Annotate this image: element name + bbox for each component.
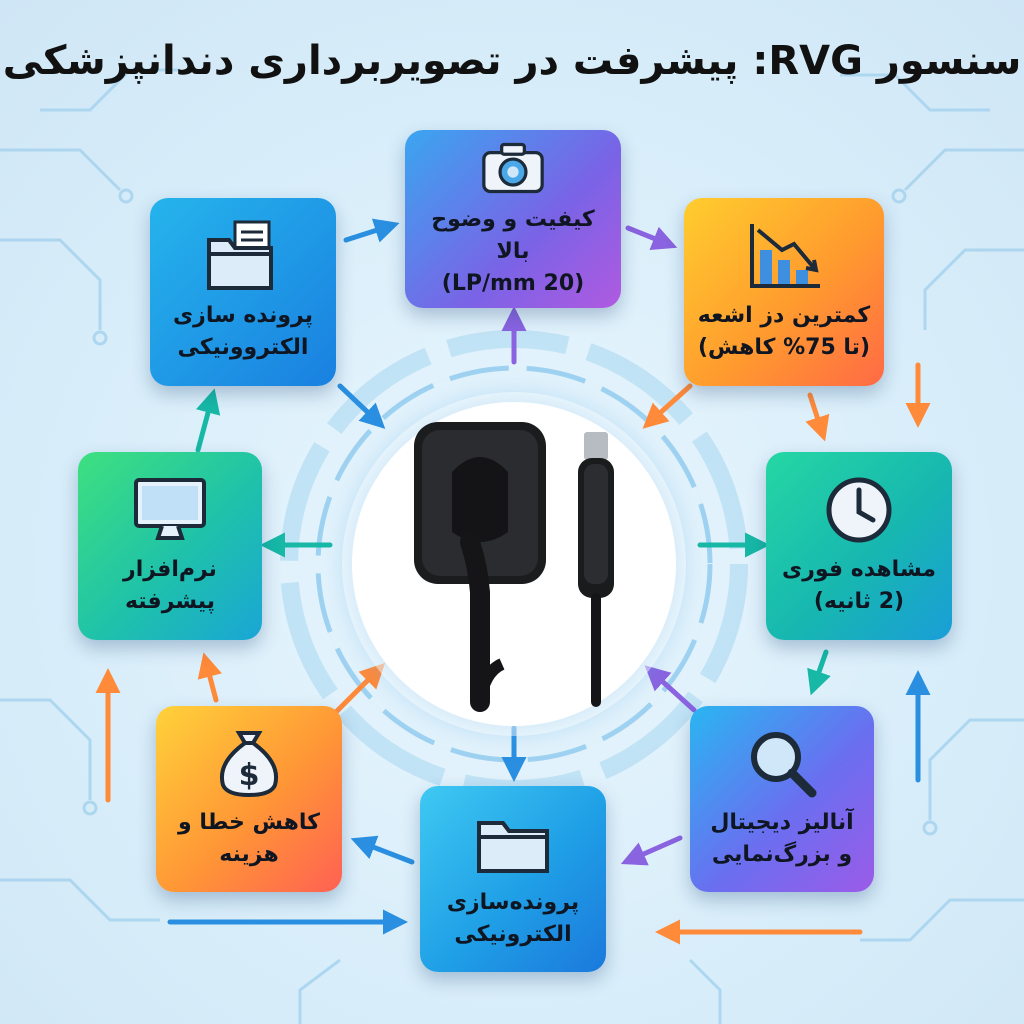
page-title: سنسور RVG: پیشرفت در تصویربرداری دندانپز… xyxy=(2,38,1022,84)
arrow-software-to-filing xyxy=(195,388,221,453)
center-disc xyxy=(352,402,676,726)
card-filing-top: پرونده سازی الکتروونیکی xyxy=(150,198,336,386)
circuit-line xyxy=(903,148,1024,192)
circuit-line xyxy=(0,698,92,800)
rvg-sensor-with-usb-icon xyxy=(414,422,614,712)
money-bag-icon: $ xyxy=(220,731,278,798)
monitor-icon xyxy=(134,478,206,541)
magnifier-icon xyxy=(751,732,817,798)
card-cost-line2: هزینه xyxy=(219,842,279,867)
card-quality-line1: کیفیت و وضوح بالا xyxy=(431,207,595,265)
card-dose-line2: (تا 75% کاهش) xyxy=(697,335,871,360)
circuit-node xyxy=(922,820,938,836)
arrow-cost-to-software xyxy=(197,652,222,703)
card-filing-bottom-text: پرونده‌سازی الکترونیکی xyxy=(447,887,579,951)
card-software-line2: پیشرفته xyxy=(124,589,216,614)
card-dose-line1: کمترین دز اشعه xyxy=(697,303,871,329)
card-dose-text: کمترین دز اشعه (تا 75% کاهش) xyxy=(698,300,870,364)
circuit-line xyxy=(40,68,180,112)
circuit-node xyxy=(82,800,98,816)
camera-icon xyxy=(482,142,544,194)
circuit-line xyxy=(923,248,1024,330)
circuit-line xyxy=(0,148,122,192)
declining-bar-chart-icon xyxy=(750,224,820,289)
card-dose: کمترین دز اشعه (تا 75% کاهش) xyxy=(684,198,884,386)
card-filing-top-line1: پرونده سازی xyxy=(173,303,313,329)
card-filing-bottom: پرونده‌سازی الکترونیکی xyxy=(420,786,606,972)
arrow-analysis-to-center xyxy=(644,665,697,713)
card-analysis: آنالیز دیجیتال و بزرگ‌نمایی xyxy=(690,706,874,892)
arrow-filing-to-quality xyxy=(343,218,400,243)
card-instant: مشاهده فوری (2 ثانیه) xyxy=(766,452,952,640)
arrow-dose-to-center xyxy=(642,383,693,429)
card-analysis-line2: و بزرگ‌نمایی xyxy=(711,842,853,867)
card-filing-bottom-line1: پرونده‌سازی xyxy=(446,890,580,916)
card-analysis-text: آنالیز دیجیتال و بزرگ‌نمایی xyxy=(710,807,853,871)
clock-icon xyxy=(826,477,892,543)
card-cost-text: کاهش خطا و هزینه xyxy=(178,807,320,871)
card-filing-bottom-line2: الکترونیکی xyxy=(454,922,572,947)
card-software: نرم‌افزار پیشرفته xyxy=(78,452,262,640)
arrow-analysis-to-filing xyxy=(620,835,683,866)
svg-text:$: $ xyxy=(239,758,260,793)
circuit-line xyxy=(688,958,722,1024)
card-analysis-line1: آنالیز دیجیتال xyxy=(710,810,854,836)
card-quality: کیفیت و وضوح بالا (20 LP/mm) xyxy=(405,130,621,308)
card-software-line1: نرم‌افزار xyxy=(123,557,217,583)
card-instant-text: مشاهده فوری (2 ثانیه) xyxy=(782,554,936,618)
circuit-line xyxy=(928,718,1024,820)
circuit-line xyxy=(0,238,102,330)
circuit-line xyxy=(0,878,160,922)
arrow-instant-to-analysis xyxy=(807,649,831,696)
circuit-node xyxy=(118,188,134,204)
card-instant-line1: مشاهده فوری xyxy=(782,557,936,583)
arrow-cost-to-center xyxy=(333,662,386,715)
middle-ring xyxy=(315,365,713,763)
circuit-node xyxy=(92,330,108,346)
arrow-filing-to-center xyxy=(337,383,386,429)
card-quality-line2: (20 LP/mm) xyxy=(441,271,585,297)
arrow-filing-to-cost xyxy=(350,835,415,865)
flow-arrows xyxy=(95,218,931,945)
card-filing-top-text: پرونده سازی الکتروونیکی xyxy=(173,300,313,364)
folder-icon xyxy=(477,821,549,874)
card-software-text: نرم‌افزار پیشرفته xyxy=(123,554,217,618)
circuit-line xyxy=(298,958,341,1024)
card-quality-text: کیفیت و وضوح بالا (20 LP/mm) xyxy=(415,204,611,300)
card-filing-top-line2: الکتروونیکی xyxy=(177,335,309,360)
circuit-line xyxy=(860,898,1024,942)
card-cost: $ کاهش خطا و هزینه xyxy=(156,706,342,892)
circuit-lines xyxy=(0,68,1024,1024)
circuit-node xyxy=(891,188,907,204)
arrow-quality-to-dose xyxy=(625,225,678,251)
card-instant-line2: (2 ثانیه) xyxy=(813,589,905,614)
documents-folder-icon xyxy=(207,220,273,291)
card-cost-line1: کاهش خطا و xyxy=(178,810,320,836)
arrow-dose-to-instant xyxy=(805,392,830,442)
circuit-line xyxy=(840,73,990,112)
